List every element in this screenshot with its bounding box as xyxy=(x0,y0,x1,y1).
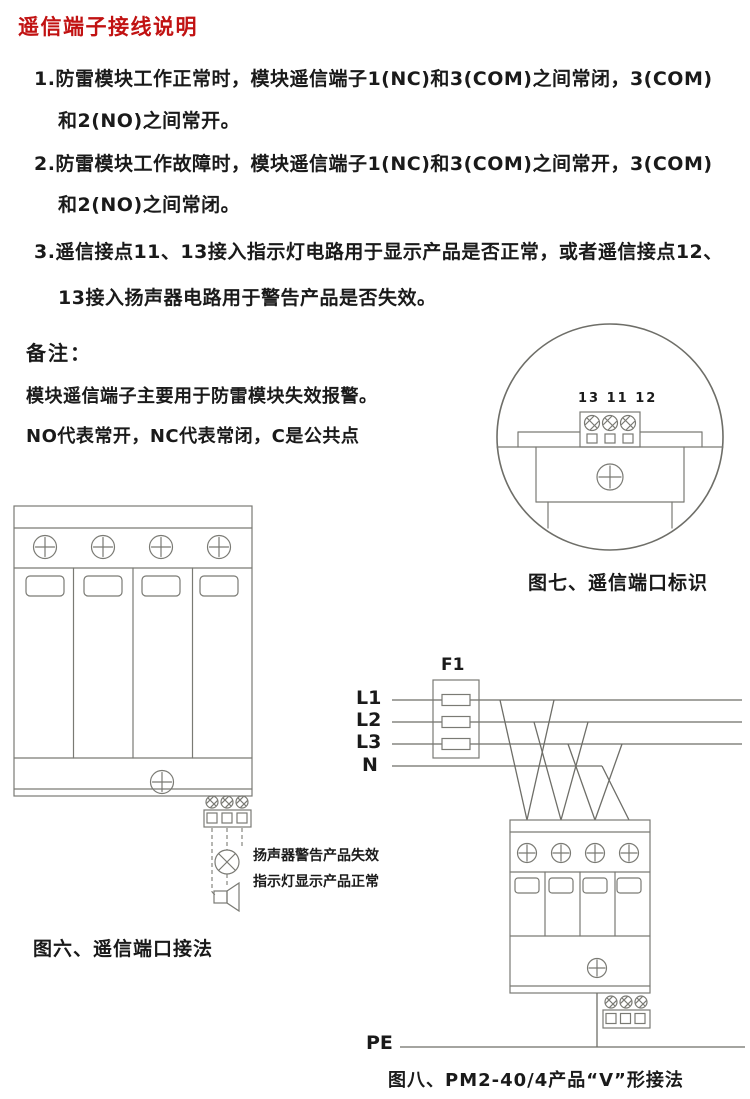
instruction-1-line-2: 和2(NO)之间常开。 xyxy=(58,110,241,132)
fuse-block xyxy=(432,679,480,759)
screw-icon xyxy=(596,463,624,491)
spd-terminal-screws xyxy=(604,995,648,1009)
device-top-outline xyxy=(496,411,724,529)
figure8-pe-label: PE xyxy=(366,1032,393,1054)
signal-terminal-screws xyxy=(205,795,249,809)
figure7-caption: 图七、遥信端口标识 xyxy=(528,572,709,594)
figure8-line-n-label: N xyxy=(362,754,378,776)
magnifier-circle xyxy=(496,323,724,551)
spd-terminal-block xyxy=(602,1009,651,1029)
page-title: 遥信端子接线说明 xyxy=(18,15,198,39)
spd-body-outline xyxy=(509,819,651,994)
indicator-lamp-icon xyxy=(214,849,240,875)
instruction-1-line-1: 1.防雷模块工作正常时，模块遥信端子1(NC)和3(COM)之间常闭，3(COM… xyxy=(34,68,713,90)
figure8-drawing xyxy=(392,679,745,1048)
speaker-icon xyxy=(213,881,240,913)
module-screw-icons xyxy=(32,534,232,795)
figure7-terminal-numbers: 13 11 12 xyxy=(578,391,658,406)
figure8-line-l1-label: L1 xyxy=(356,687,382,709)
notes-line-2: NO代表常开，NC代表常闭，C是公共点 xyxy=(26,426,360,447)
phase-wires xyxy=(392,699,742,767)
signal-terminal-block xyxy=(203,809,252,828)
figure8-caption: 图八、PM2-40/4产品“V”形接法 xyxy=(388,1070,684,1091)
figure8-fuse-label: F1 xyxy=(441,655,465,675)
figure6-lamp-annotation: 指示灯显示产品正常 xyxy=(253,874,379,890)
notes-line-1: 模块遥信端子主要用于防雷模块失效报警。 xyxy=(26,386,378,407)
pe-wire xyxy=(400,993,745,1048)
v-connection-wires xyxy=(499,699,630,821)
instruction-2-line-1: 2.防雷模块工作故障时，模块遥信端子1(NC)和3(COM)之间常开，3(COM… xyxy=(34,153,713,175)
spd-screw-icons xyxy=(516,842,640,979)
figure6-speaker-annotation: 扬声器警告产品失效 xyxy=(253,848,379,864)
figure6-caption: 图六、遥信端口接法 xyxy=(33,938,214,960)
figure6-drawing xyxy=(13,505,253,913)
spd-body-outline xyxy=(13,505,253,797)
figure8-line-l3-label: L3 xyxy=(356,731,382,753)
figure7-drawing xyxy=(496,323,724,551)
instruction-2-line-2: 和2(NO)之间常闭。 xyxy=(58,194,241,216)
signal-wiring-dashed xyxy=(211,828,243,897)
instruction-3-line-1: 3.遥信接点11、13接入指示灯电路用于显示产品是否正常，或者遥信接点12、 xyxy=(34,241,723,263)
instruction-3-line-2: 13接入扬声器电路用于警告产品是否失效。 xyxy=(58,287,437,309)
terminal-screw-icons xyxy=(583,414,637,432)
notes-heading: 备注： xyxy=(26,341,92,365)
figure8-line-l2-label: L2 xyxy=(356,709,382,731)
